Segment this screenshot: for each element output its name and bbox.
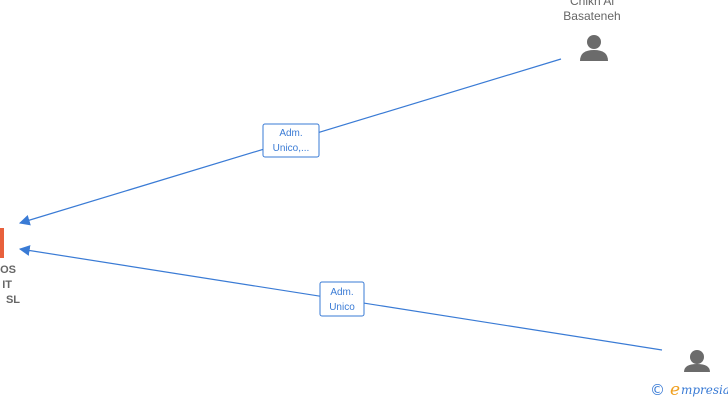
edge-label-top[interactable]: Adm. Unico,...	[262, 123, 320, 158]
edge-label-bottom-line-2: Unico	[329, 302, 355, 313]
person-top-name-line-1: Chikh Al	[570, 0, 614, 8]
copyright-icon: ©	[650, 381, 665, 399]
person-node-bottom[interactable]	[684, 350, 710, 372]
company-name-line-1: OS	[0, 264, 16, 276]
company-name-line-3: SL	[6, 294, 20, 306]
person-icon	[684, 350, 710, 372]
brand-name: mpresia	[681, 383, 728, 397]
building-icon	[0, 228, 4, 258]
person-icon	[580, 35, 608, 61]
brand-watermark: © e mpresia	[650, 380, 728, 400]
company-name-line-2: IT	[2, 279, 12, 291]
edge-label-top-line-2: Unico,...	[273, 143, 310, 154]
edge-label-bottom-box	[319, 281, 365, 317]
edge-label-bottom-line-1: Adm.	[330, 287, 353, 298]
brand-initial: e	[670, 380, 680, 400]
edge-label-bottom[interactable]: Adm. Unico	[319, 281, 365, 317]
company-node[interactable]: OS IT SL	[0, 228, 20, 306]
person-top-name-line-2: Basateneh	[563, 9, 620, 23]
person-node-top[interactable]: Chikh Al Basateneh	[563, 0, 621, 61]
edge-label-top-box	[262, 123, 320, 158]
edge-label-top-line-1: Adm.	[279, 128, 302, 139]
